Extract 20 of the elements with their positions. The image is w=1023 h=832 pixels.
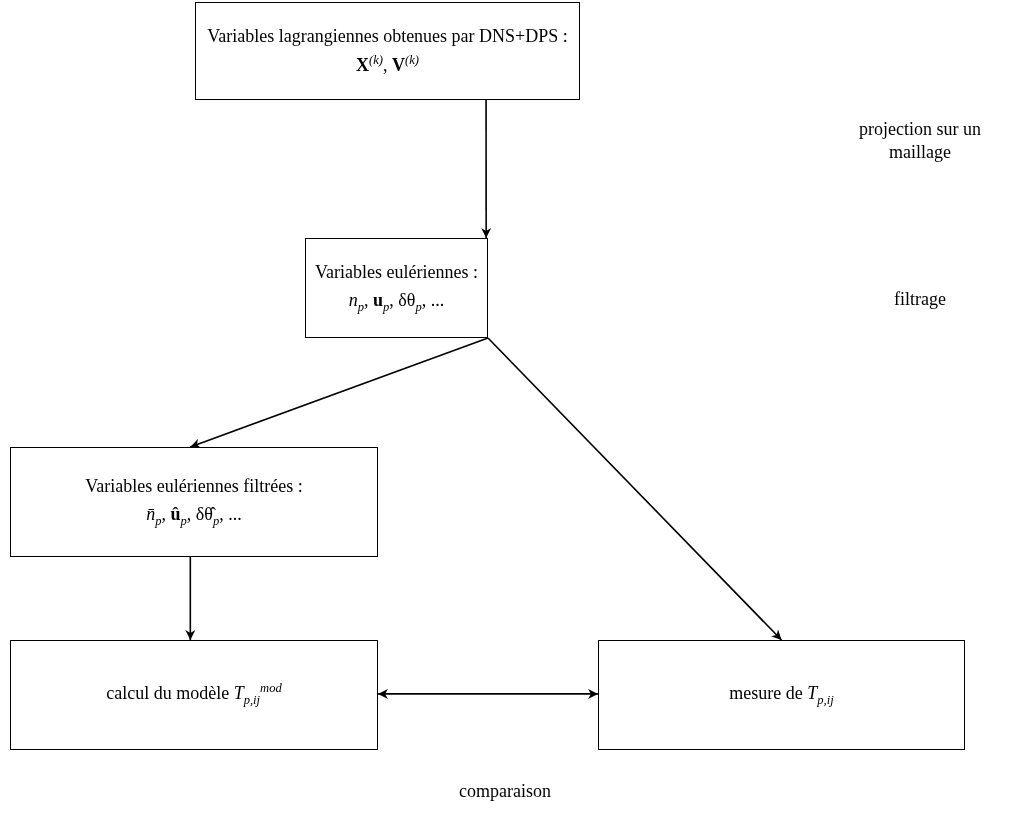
arrow [377,688,599,699]
process-box [598,640,965,750]
node-text: n̄$_{p}$, û$_{p}$, δθ̂$_{p}$, ... [146,502,242,530]
arrow [481,99,492,239]
process-box [305,238,488,338]
step-label: filtrage [893,288,947,311]
node-text: Variables eulériennes : [315,261,478,284]
step-label: comparaison [458,780,552,803]
arrow [189,337,489,449]
step-label: projection sur un maillage [858,118,982,165]
node-text: Variables lagrangiennes obtenues par DNS+DPS : [207,24,568,48]
node-text: X$^{(k)}$, V$^{(k)}$ [356,51,419,77]
process-box [10,447,378,557]
process-box [10,640,378,750]
node-text: mesure de T$_{p,ij}$ [729,681,834,709]
arrow [487,337,783,641]
arrow [185,556,196,641]
node-text: Variables eulériennes filtrées : [85,475,303,498]
process-box [195,2,580,100]
node-text: n$_{p}$, u$_{p}$, δθ$_{p}$, ... [348,288,445,316]
